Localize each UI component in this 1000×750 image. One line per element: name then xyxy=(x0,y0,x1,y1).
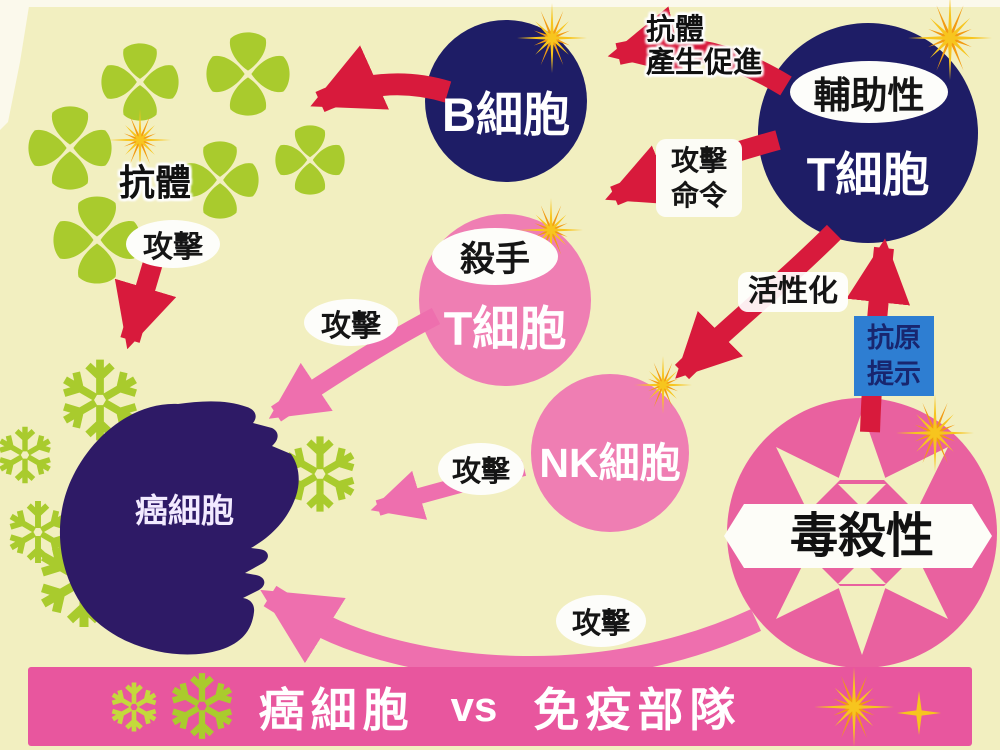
snowflake-icon xyxy=(0,427,54,483)
starburst-icon xyxy=(814,667,894,746)
helper-t-label: T細胞 xyxy=(806,148,930,201)
banner-cancer-label: 癌細胞 xyxy=(258,683,415,736)
banner-immune-label: 免疫部隊 xyxy=(533,683,742,736)
arrow-killer-to-cancer xyxy=(268,308,441,422)
attack-command-box: 攻擊 命令 xyxy=(656,139,742,217)
arrow-cytotoxic-to-cancer xyxy=(260,585,762,680)
starburst-icon xyxy=(897,691,941,735)
attack-bubble-antibody: 攻擊 xyxy=(126,220,220,268)
nk-cell-circle xyxy=(531,374,689,532)
killer-t-type-label: 殺手 xyxy=(459,240,530,279)
antibody-cross-icon xyxy=(275,125,345,195)
banner-vs-label: vs xyxy=(450,682,498,730)
antigen-presentation-box: 抗原 提示 xyxy=(854,316,934,396)
attack-bubble-killer: 攻擊 xyxy=(304,299,398,346)
banner-snowflakes xyxy=(94,667,274,746)
attack-bubble-nk: 攻擊 xyxy=(438,443,524,495)
antibody-cross-icon xyxy=(206,32,290,116)
activation-label: 活性化 xyxy=(738,272,848,312)
banner-starbursts xyxy=(814,667,941,746)
antibody-label: 抗體 xyxy=(118,162,191,203)
b-cell-label: B細胞 xyxy=(442,88,570,141)
helper-t-type-label: 輔助性 xyxy=(813,75,925,116)
scan-edge-top xyxy=(0,0,1000,7)
antibody-production-label: 抗體 產生促進 xyxy=(646,14,763,79)
attack-label: 攻擊 xyxy=(143,231,203,264)
attack-bubble-cytotoxic: 攻擊 xyxy=(556,595,646,647)
bottom-banner: 癌細胞 vs 免疫部隊 xyxy=(28,667,972,746)
cytotoxic-banner xyxy=(724,504,992,568)
helper-t-type-bubble: 輔助性 xyxy=(790,61,948,123)
arrow-bcell-to-antibody xyxy=(310,45,452,113)
cancer-cell-blob xyxy=(59,401,299,655)
scan-edge-corner xyxy=(0,0,30,130)
cancer-cell-label: 癌細胞 xyxy=(135,492,234,529)
cytotoxic-label: 毒殺性 xyxy=(789,510,934,563)
snowflake-icon xyxy=(109,683,159,732)
cytotoxic-cell-circle xyxy=(724,398,997,668)
b-cell-circle xyxy=(425,20,587,182)
killer-t-label: T細胞 xyxy=(443,302,567,355)
nk-cell-label: NK細胞 xyxy=(539,440,681,486)
snowflake-icon xyxy=(169,673,236,739)
arrow-helper-to-bcell xyxy=(607,6,792,96)
killer-t-type-bubble: 殺手 xyxy=(432,228,558,285)
